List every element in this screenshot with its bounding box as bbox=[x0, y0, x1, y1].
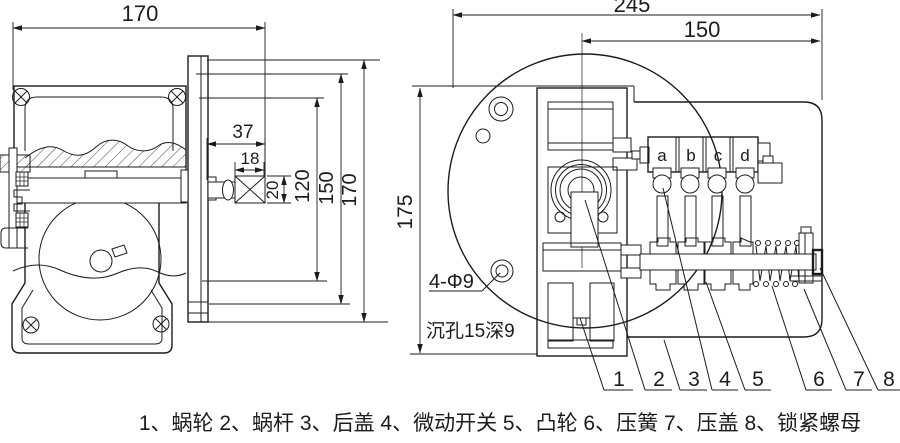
key-slot bbox=[111, 244, 128, 258]
small-hole bbox=[475, 128, 491, 144]
callout-3: 3 bbox=[688, 368, 700, 391]
dim-label: 170 bbox=[122, 1, 159, 26]
callout-5: 5 bbox=[752, 368, 764, 391]
counterbored-hole bbox=[490, 259, 514, 283]
switch-label-b: b bbox=[686, 146, 695, 165]
dim-right-150: 150 bbox=[581, 17, 821, 44]
front-view: a b c d bbox=[394, 0, 900, 391]
worm-wheel-circle bbox=[38, 197, 162, 321]
dim-shaft-height-20: 20 bbox=[263, 175, 291, 204]
base-housing bbox=[11, 203, 187, 354]
dim-label: 150 bbox=[684, 17, 721, 42]
worm-shaft-block bbox=[570, 191, 599, 248]
dim-height-150: 150 bbox=[196, 73, 350, 305]
micro-switch-block: a b c d bbox=[631, 136, 783, 194]
side-view: 170 37 18 20 120 bbox=[0, 1, 388, 354]
front-body bbox=[627, 101, 823, 338]
rear-cover-circle bbox=[447, 53, 723, 329]
dim-label: 120 bbox=[292, 169, 314, 202]
note-counterbore: 沉孔15深9 bbox=[426, 320, 515, 342]
hole-note: 4-Φ9 沉孔15深9 bbox=[426, 271, 515, 342]
lock-nut bbox=[811, 248, 824, 276]
dim-label: 170 bbox=[339, 173, 361, 206]
callout-8: 8 bbox=[883, 368, 895, 391]
callout-4: 4 bbox=[719, 368, 731, 391]
counterbored-hole bbox=[488, 96, 514, 122]
callout-6: 6 bbox=[813, 368, 825, 391]
dim-label: 20 bbox=[263, 181, 282, 200]
section-hatch bbox=[25, 140, 186, 167]
dim-label: 245 bbox=[614, 0, 651, 17]
screw-icon bbox=[168, 88, 186, 106]
dim-label: 150 bbox=[316, 171, 338, 204]
cam-followers bbox=[656, 195, 752, 247]
dim-height-120: 120 bbox=[199, 97, 327, 282]
cams bbox=[649, 237, 754, 291]
gear-block bbox=[536, 87, 642, 357]
dim-shaft-37: 37 bbox=[206, 122, 266, 180]
dim-total-245: 245 bbox=[452, 0, 823, 100]
dim-label: 37 bbox=[232, 122, 253, 143]
shaft-hub bbox=[89, 249, 113, 273]
cam-shaft bbox=[639, 253, 817, 271]
callout-1: 1 bbox=[613, 368, 625, 391]
dim-label: 175 bbox=[394, 194, 417, 229]
side-housing bbox=[12, 85, 187, 171]
parts-list-caption: 1、蜗轮 2、蜗杆 3、后盖 4、微动开关 5、凸轮 6、压簧 7、压盖 8、锁… bbox=[139, 412, 861, 435]
dim-height-170: 170 bbox=[207, 59, 388, 323]
switch-label-c: c bbox=[714, 146, 723, 165]
switch-rollers bbox=[652, 167, 755, 194]
output-shaft bbox=[207, 175, 266, 204]
switch-label-a: a bbox=[657, 146, 667, 165]
dim-key-18: 18 bbox=[234, 149, 265, 176]
screw-icon bbox=[152, 315, 170, 333]
dim-label: 18 bbox=[241, 149, 260, 168]
callout-2: 2 bbox=[653, 368, 665, 391]
dim-width-170: 170 bbox=[12, 1, 266, 176]
note-holes: 4-Φ9 bbox=[429, 271, 474, 293]
left-fittings bbox=[0, 147, 31, 249]
callout-7: 7 bbox=[853, 368, 865, 391]
cover-band bbox=[12, 166, 187, 204]
callouts: 1 2 3 4 5 6 7 8 bbox=[579, 187, 900, 391]
screw-icon bbox=[12, 88, 30, 106]
dim-height-175: 175 bbox=[394, 85, 634, 355]
switch-label-d: d bbox=[740, 146, 749, 165]
screw-icon bbox=[22, 316, 40, 334]
